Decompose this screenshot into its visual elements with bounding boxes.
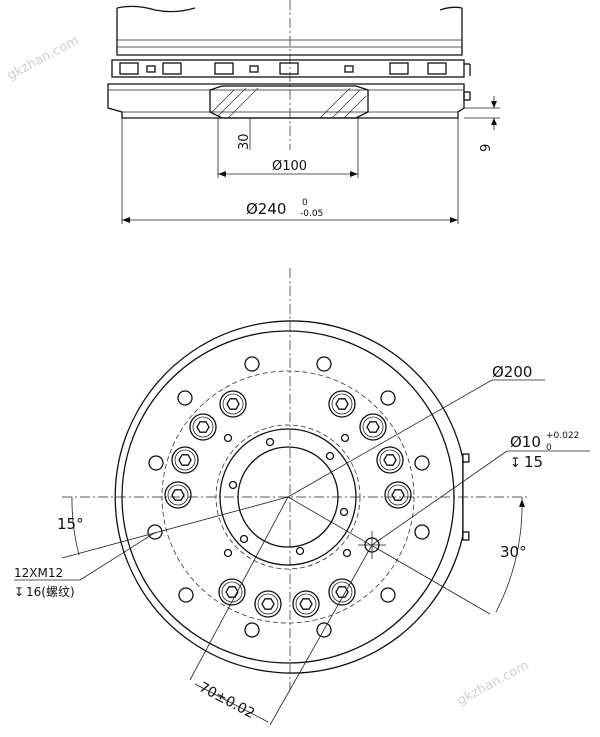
bore-inner xyxy=(237,446,339,548)
dim-pin-tol-upper: +0.022 xyxy=(546,431,579,441)
watermarks: gkzhan.com gkzhan.com xyxy=(5,33,532,708)
threaded-holes xyxy=(147,356,430,638)
outer-profile xyxy=(114,320,464,674)
cap-screws xyxy=(164,390,412,618)
thread-spec: 12XM12 xyxy=(14,566,63,580)
dim-pin-dia: Ø10 xyxy=(510,433,541,451)
thread-depth: 16(螺纹) xyxy=(26,585,75,599)
dim-dia-240: Ø240 xyxy=(246,200,286,218)
small-holes xyxy=(223,433,352,558)
top-view: Ø200 Ø10 +0.022 0 ↧ 15 15° 30° 12XM12 ↧ … xyxy=(14,268,590,726)
dim-angle-30: 30° xyxy=(500,543,527,561)
side-view: 30 Ø100 Ø240 0 -0.05 9 xyxy=(107,0,500,224)
flange xyxy=(107,83,465,119)
outer-inner-ring xyxy=(121,330,455,664)
inner-pitch-circle xyxy=(215,424,361,570)
dim-pin-tol-lower: 0 xyxy=(546,443,552,453)
center-recess xyxy=(209,85,369,119)
dim-dia-100: Ø100 xyxy=(272,159,307,174)
section-hatching xyxy=(211,87,367,119)
dim-depth-30: 30 xyxy=(237,133,252,150)
dim-height-9: 9 xyxy=(479,144,494,152)
dim-dia-240-tol-lower: -0.05 xyxy=(300,209,323,219)
bolt-band xyxy=(111,59,465,78)
upper-body xyxy=(116,8,463,56)
watermark-bottom: gkzhan.com xyxy=(455,658,532,708)
dim-pin-distance: 70±0.02 xyxy=(196,679,257,722)
bolt-heads xyxy=(119,62,447,75)
bore-outer xyxy=(219,428,357,566)
depth-symbol-pin: ↧ xyxy=(510,456,521,471)
dim-dia-240-tol-upper: 0 xyxy=(302,198,308,208)
dim-pin-depth: 15 xyxy=(524,453,543,471)
bolt-circle xyxy=(161,370,415,624)
dim-angle-15: 15° xyxy=(57,515,84,533)
depth-symbol-thread: ↧ xyxy=(14,585,24,599)
dim-dia-200: Ø200 xyxy=(492,363,532,381)
watermark-top: gkzhan.com xyxy=(5,33,82,83)
